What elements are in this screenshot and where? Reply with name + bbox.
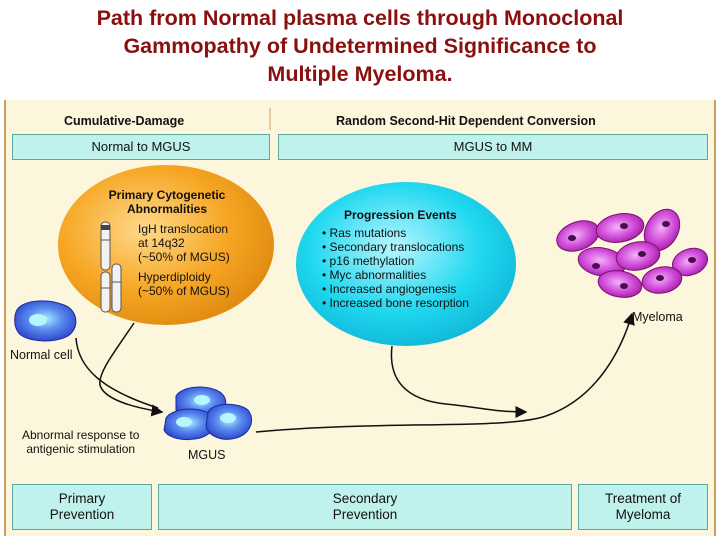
arrow-mgus-to-myeloma xyxy=(255,312,635,433)
normal-cell-label: Normal cell xyxy=(10,348,73,362)
primary-bubble-title-line1: Primary Cytogenetic xyxy=(108,188,226,202)
myeloma-cells-icon xyxy=(556,208,708,298)
stage-bar-label: MGUS to MM xyxy=(453,139,533,154)
stage-bar-mgus-to-mm: MGUS to MM xyxy=(278,134,708,160)
igh-line1: IgH translocation xyxy=(138,222,229,236)
chromosome-icon xyxy=(100,221,111,271)
treatment-of-myeloma-bar: Treatment of Myeloma xyxy=(578,484,708,530)
secondary-prevention-bar: Secondary Prevention xyxy=(158,484,572,530)
igh-line3: (~50% of MGUS) xyxy=(138,250,230,264)
treatment-line2: Myeloma xyxy=(615,507,671,522)
myeloma-label: Myeloma xyxy=(632,310,683,324)
primary-prevention-bar: Primary Prevention xyxy=(12,484,152,530)
primary-bubble-title-line2: Abnormalities xyxy=(126,202,207,216)
mgus-label: MGUS xyxy=(188,448,226,462)
list-item: • Increased bone resorption xyxy=(322,296,469,310)
list-item: • p16 methylation xyxy=(322,254,415,268)
header-cumulative-damage: Cumulative-Damage xyxy=(64,114,185,128)
arrow-progression-events xyxy=(390,345,528,418)
arrow-normal-to-mgus xyxy=(75,337,159,409)
slide-title: Path from Normal plasma cells through Mo… xyxy=(0,4,720,88)
mgus-cells-icon xyxy=(163,386,252,441)
hyperdiploidy-line2: (~50% of MGUS) xyxy=(138,284,230,298)
chromosome-icon xyxy=(100,271,111,313)
header-second-hit: Random Second-Hit Dependent Conversion xyxy=(336,114,596,128)
progression-events-bubble xyxy=(296,182,516,346)
diagram-graphics xyxy=(14,108,708,441)
primary-prevention-line1: Primary xyxy=(58,491,106,506)
abnormal-response-line2: antigenic stimulation xyxy=(26,442,136,456)
title-line-2: Gammopathy of Undetermined Significance … xyxy=(123,34,597,58)
arrow-primary-to-mgus xyxy=(99,322,164,417)
igh-line2: at 14q32 xyxy=(138,236,185,250)
primary-prevention-line2: Prevention xyxy=(49,507,115,522)
list-item: • Increased angiogenesis xyxy=(322,282,457,296)
list-item: • Secondary translocations xyxy=(322,240,465,254)
list-item: • Myc abnormalities xyxy=(322,268,427,282)
title-line-3: Multiple Myeloma. xyxy=(267,62,453,86)
progression-events-list: • Ras mutations • Secondary translocatio… xyxy=(322,226,512,310)
stage-bar-normal-to-mgus: Normal to MGUS xyxy=(12,134,270,160)
treatment-line1: Treatment of xyxy=(604,491,682,506)
secondary-prevention-line2: Prevention xyxy=(332,507,398,522)
progression-events-title: Progression Events xyxy=(344,208,457,222)
progression-events-content: Progression Events • Ras mutations • Sec… xyxy=(322,208,512,310)
abnormal-response-line1: Abnormal response to xyxy=(22,428,140,442)
list-item: • Ras mutations xyxy=(322,226,407,240)
hyperdiploidy-line1: Hyperdiploidy xyxy=(138,270,211,284)
igh-translocation-text: IgH translocation at 14q32 (~50% of MGUS… xyxy=(138,222,230,264)
hyperdiploidy-text: Hyperdiploidy (~50% of MGUS) xyxy=(138,270,230,298)
stage-bar-label: Normal to MGUS xyxy=(91,139,191,154)
chromosome-icon xyxy=(111,263,122,313)
normal-cell-icon xyxy=(14,300,77,342)
abnormal-response-label: Abnormal response to antigenic stimulati… xyxy=(22,428,139,456)
title-line-1: Path from Normal plasma cells through Mo… xyxy=(96,6,624,30)
primary-bubble-title: Primary Cytogenetic Abnormalities xyxy=(92,188,242,216)
secondary-prevention-line1: Secondary xyxy=(332,491,398,506)
diagram-figure: Cumulative-Damage Random Second-Hit Depe… xyxy=(4,100,716,536)
